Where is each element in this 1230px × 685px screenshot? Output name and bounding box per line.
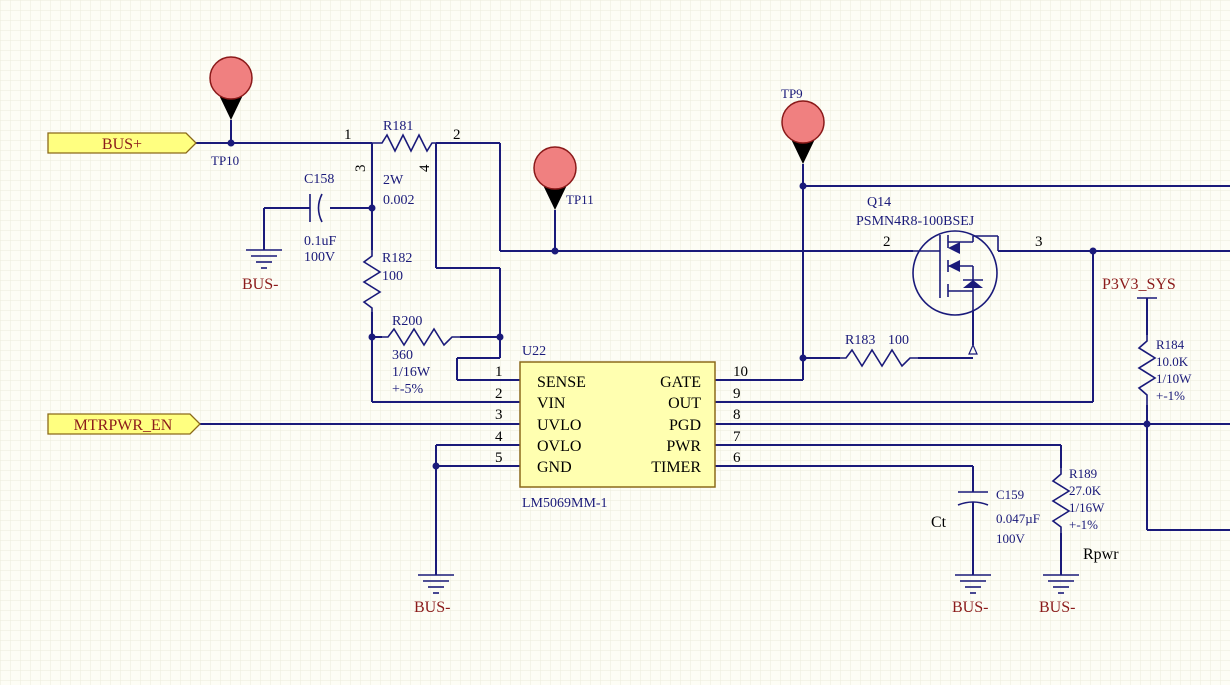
port-mtrpwr-en-label: MTRPWR_EN (74, 417, 173, 434)
r182-value: 100 (382, 269, 403, 284)
r184-power: 1/10W (1156, 371, 1192, 386)
u22-pin-name-out: OUT (668, 395, 701, 412)
u22-pin-name-gnd: GND (537, 459, 572, 476)
u22-pin-num-6: 6 (733, 450, 741, 466)
r181-power: 2W (383, 173, 404, 188)
r183-value: 100 (888, 333, 909, 348)
r189-tolerance: +-1% (1069, 517, 1098, 532)
r189-value: 27.0K (1069, 483, 1102, 498)
r200-tolerance: +-5% (392, 382, 424, 397)
port-bus-plus[interactable]: BUS+ (47, 132, 197, 154)
resistor-r181[interactable]: R181 1 2 3 4 2W 0.002 (344, 119, 461, 208)
q14-designator: Q14 (867, 195, 891, 210)
c159-label: Ct (931, 514, 947, 531)
ground-bus-minus-r189: BUS- (1039, 574, 1079, 616)
u22-pin-name-pwr: PWR (666, 438, 701, 455)
capacitor-c159[interactable]: C159 Ct 0.047µF 100V (931, 487, 1040, 546)
u22-pin-num-4: 4 (495, 429, 503, 445)
u22-pin-name-ovlo: OVLO (537, 438, 581, 455)
resistor-r183[interactable]: R183 100 (840, 333, 978, 368)
ground-bus-minus-c158: BUS- (242, 249, 282, 293)
u22-pin-num-2: 2 (495, 386, 503, 402)
u22-designator: U22 (522, 344, 546, 359)
u22-part: LM5069MM-1 (522, 496, 608, 511)
resistor-r200[interactable]: R200 360 1/16W +-5% (382, 314, 460, 397)
r181-designator: R181 (383, 119, 413, 134)
tp10-label: TP10 (211, 153, 239, 168)
power-port-p3v3-sys: P3V3_SYS (1102, 276, 1176, 299)
u22-pin-num-9: 9 (733, 386, 741, 402)
testpoint-tp11[interactable]: TP11 (533, 146, 594, 210)
u22-pin-num-1: 1 (495, 364, 503, 380)
capacitor-c158[interactable]: C158 0.1uF 100V (304, 172, 337, 265)
port-bus-plus-label: BUS+ (102, 136, 142, 153)
bus-minus-label-2: BUS- (414, 599, 450, 616)
bus-minus-label-4: BUS- (1039, 599, 1075, 616)
tp9-label: TP9 (781, 86, 803, 101)
u22-pin-num-7: 7 (733, 429, 741, 445)
r181-pin2: 2 (453, 127, 461, 143)
r189-designator: R189 (1069, 466, 1097, 481)
r200-power: 1/16W (392, 365, 431, 380)
r184-tolerance: +-1% (1156, 388, 1185, 403)
c158-designator: C158 (304, 172, 334, 187)
c159-designator: C159 (996, 487, 1024, 502)
q14-part: PSMN4R8-100BSEJ (856, 214, 975, 229)
r200-value: 360 (392, 348, 413, 363)
port-mtrpwr-en[interactable]: MTRPWR_EN (47, 413, 201, 435)
c158-value: 0.1uF (304, 234, 337, 249)
mosfet-q14[interactable]: Q14 PSMN4R8-100BSEJ 2 3 (856, 195, 1043, 316)
testpoint-tp9[interactable]: TP9 (781, 86, 825, 164)
r181-value: 0.002 (383, 193, 415, 208)
r181-pin3: 3 (353, 165, 369, 173)
p3v3-sys-label: P3V3_SYS (1102, 276, 1176, 293)
u22-pin-name-gate: GATE (660, 374, 701, 391)
testpoint-tp10[interactable]: TP10 (209, 56, 253, 168)
u22-pin-num-5: 5 (495, 450, 503, 466)
r189-label: Rpwr (1083, 546, 1119, 563)
junction-dots (227, 139, 1151, 470)
c159-voltage: 100V (996, 531, 1026, 546)
tp11-label: TP11 (566, 192, 594, 207)
r181-pin1: 1 (344, 127, 352, 143)
u22-pin-num-8: 8 (733, 407, 741, 423)
u22-pin-num-10: 10 (733, 364, 748, 380)
bus-minus-label-3: BUS- (952, 599, 988, 616)
wires (196, 120, 1230, 575)
c159-value: 0.047µF (996, 511, 1040, 526)
r183-designator: R183 (845, 333, 875, 348)
resistor-r184[interactable]: R184 10.0K 1/10W +-1% (1137, 335, 1192, 405)
ground-bus-minus-c159: BUS- (952, 574, 991, 616)
bus-minus-label-1: BUS- (242, 276, 278, 293)
u22-pin-name-pgd: PGD (669, 417, 701, 434)
u22-pin-name-sense: SENSE (537, 374, 586, 391)
r181-pin4: 4 (417, 164, 433, 172)
u22-pin-name-vin: VIN (537, 395, 566, 412)
r184-value: 10.0K (1156, 354, 1189, 369)
q14-pin2: 2 (883, 234, 891, 250)
r189-power: 1/16W (1069, 500, 1105, 515)
r200-designator: R200 (392, 314, 422, 329)
r184-designator: R184 (1156, 337, 1185, 352)
resistor-r189[interactable]: R189 27.0K 1/16W +-1% Rpwr (1051, 466, 1119, 563)
q14-pin3: 3 (1035, 234, 1043, 250)
u22-pin-num-3: 3 (495, 407, 503, 423)
ic-u22[interactable]: U22 LM5069MM-1 SENSE VIN UVLO OVLO GND 1… (495, 344, 748, 511)
r182-designator: R182 (382, 251, 412, 266)
u22-pin-name-timer: TIMER (651, 459, 701, 476)
c158-voltage: 100V (304, 250, 335, 265)
resistor-r182[interactable]: R182 100 (362, 250, 412, 312)
ground-bus-minus-u22: BUS- (414, 574, 454, 616)
u22-pin-name-uvlo: UVLO (537, 417, 581, 434)
